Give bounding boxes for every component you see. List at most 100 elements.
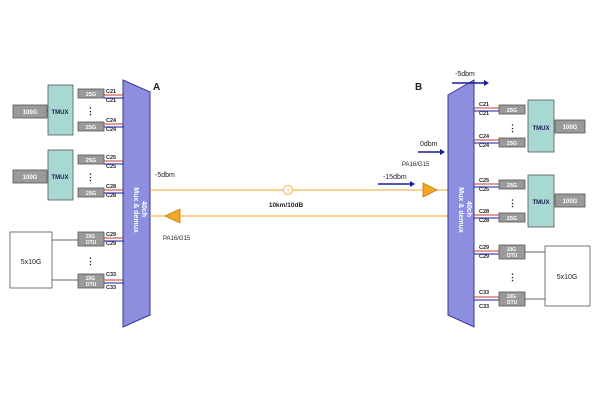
b-ch-c29a: C29: [479, 245, 489, 251]
b-tmux-1: [527, 99, 555, 153]
a-25g-2b: [77, 187, 105, 198]
a-100g-box-2: [12, 169, 48, 184]
a-25g-2a: [77, 154, 105, 165]
a-100g-label-1: 100G: [23, 110, 38, 116]
b-25g-label-1b: 25G: [507, 141, 517, 147]
a-otu-1-l1: 10G: [86, 234, 96, 240]
mux-a-line1: 40ch: [140, 201, 147, 217]
b-rx-power: -5dbm: [455, 71, 475, 78]
a-ch-c28b: C28: [106, 193, 116, 199]
b-25g-1b: [498, 137, 526, 148]
a-25g-1a: [77, 88, 105, 99]
a-25g-label-2a: 25G: [86, 158, 96, 164]
b-ch-c24b: C24: [479, 143, 490, 149]
b-amp-power-arrowhead: [440, 149, 445, 155]
fiber-marker: [283, 185, 293, 195]
a-ch-c25b: C25: [106, 164, 116, 170]
amp-a: [164, 208, 181, 224]
b-dots-2: ⋮: [508, 198, 517, 208]
b-ch-c33a: C33: [479, 290, 489, 296]
b-ch-c29b: C29: [479, 254, 489, 260]
a-tx-power: -5dbm: [155, 172, 175, 179]
b-25g-2a: [498, 179, 526, 190]
b-amp-power: 0dbm: [420, 141, 438, 148]
a-ch-c24a: C24: [106, 118, 117, 124]
mux-b-line2: Mux & demux: [457, 187, 464, 233]
b-25g-2b: [498, 212, 526, 223]
a-100g-label-2: 100G: [23, 175, 38, 181]
b-otu-label-1: 10G OTU: [507, 247, 518, 259]
a-ch-c29b: C29: [106, 241, 116, 247]
mux-a-line2: Mux & demux: [132, 187, 139, 233]
link-label: 10km/10dB: [269, 202, 304, 209]
a-ch-c21b: C21: [106, 98, 116, 104]
a-ch-c24b: C24: [106, 127, 117, 133]
mux-b-label: 40ch Mux & demux: [457, 187, 472, 233]
a-client-box: [9, 231, 53, 289]
b-100g-box-1: [554, 119, 586, 134]
a-otu-1-l2: OTU: [86, 240, 97, 246]
a-25g-label-1a: 25G: [86, 92, 96, 98]
b-ch-c21a: C21: [479, 102, 489, 108]
b-tmux-label-2: TMUX: [533, 200, 550, 206]
b-line-power-arrowhead: [410, 181, 415, 187]
b-client-label: 5x10G: [557, 274, 578, 281]
a-otu-1: [77, 231, 105, 247]
a-ch-c21a: C21: [106, 89, 116, 95]
b-otu-1-l1: 10G: [507, 247, 517, 253]
b-ch-c25a: C25: [479, 178, 489, 184]
b-tmux-label-1: TMUX: [533, 126, 550, 132]
a-ch-c33b: C33: [106, 285, 116, 291]
a-ch-c25a: C25: [106, 155, 116, 161]
b-25g-label-1a: 25G: [507, 108, 517, 114]
amp-b: [422, 182, 438, 198]
b-dots-3: ⋮: [508, 272, 517, 282]
a-ch-c33a: C33: [106, 272, 116, 278]
a-25g-label-2b: 25G: [86, 191, 96, 197]
a-tmux-1: [47, 84, 74, 136]
a-dots-2: ⋮: [86, 172, 95, 182]
b-ch-c28b: C28: [479, 218, 489, 224]
a-otu-2-l1: 10G: [86, 276, 96, 282]
b-rx-power-arrowhead: [484, 80, 489, 86]
b-25g-1a: [498, 104, 526, 115]
a-otu-label-2: 10G OTU: [86, 276, 97, 288]
b-100g-label-1: 100G: [563, 125, 578, 131]
b-ch-c24a: C24: [479, 134, 490, 140]
a-otu-2: [77, 273, 105, 289]
a-dots-3: ⋮: [86, 256, 95, 266]
b-otu-label-2: 10G OTU: [507, 294, 518, 306]
a-ch-c28a: C28: [106, 184, 116, 190]
b-otu-2-l2: OTU: [507, 300, 518, 306]
b-otu-2-l1: 10G: [507, 294, 517, 300]
mux-b-line1: 40ch: [465, 201, 472, 217]
b-client-box: [544, 245, 591, 307]
a-ch-c29a: C29: [106, 232, 116, 238]
amp-b-label: PA16/G15: [402, 162, 430, 168]
a-dots-1: ⋮: [86, 106, 95, 116]
amp-a-label: PA16/G15: [163, 236, 191, 242]
a-tmux-label-1: TMUX: [52, 110, 69, 116]
b-25g-label-2a: 25G: [507, 183, 517, 189]
a-tmux-label-2: TMUX: [52, 175, 69, 181]
b-25g-label-2b: 25G: [507, 216, 517, 222]
mux-a-label: 40ch Mux & demux: [132, 187, 147, 233]
b-dots-1: ⋮: [508, 123, 517, 133]
b-ch-c28a: C28: [479, 209, 489, 215]
mux-a: [122, 79, 151, 328]
b-tmux-2: [527, 174, 555, 228]
b-ch-c25b: C25: [479, 187, 489, 193]
a-25g-1b: [77, 121, 105, 132]
mux-b: [447, 79, 475, 328]
b-otu-1-l2: OTU: [507, 253, 518, 259]
a-25g-label-1b: 25G: [86, 125, 96, 131]
b-ch-c21b: C21: [479, 111, 489, 117]
a-otu-2-l2: OTU: [86, 282, 97, 288]
a-client-label: 5x10G: [21, 259, 42, 266]
a-tmux-2: [47, 149, 74, 201]
site-a-label: A: [153, 82, 160, 93]
a-otu-label-1: 10G OTU: [86, 234, 97, 246]
b-ch-c33b: C33: [479, 304, 489, 310]
b-line-power: -15dbm: [383, 174, 407, 181]
